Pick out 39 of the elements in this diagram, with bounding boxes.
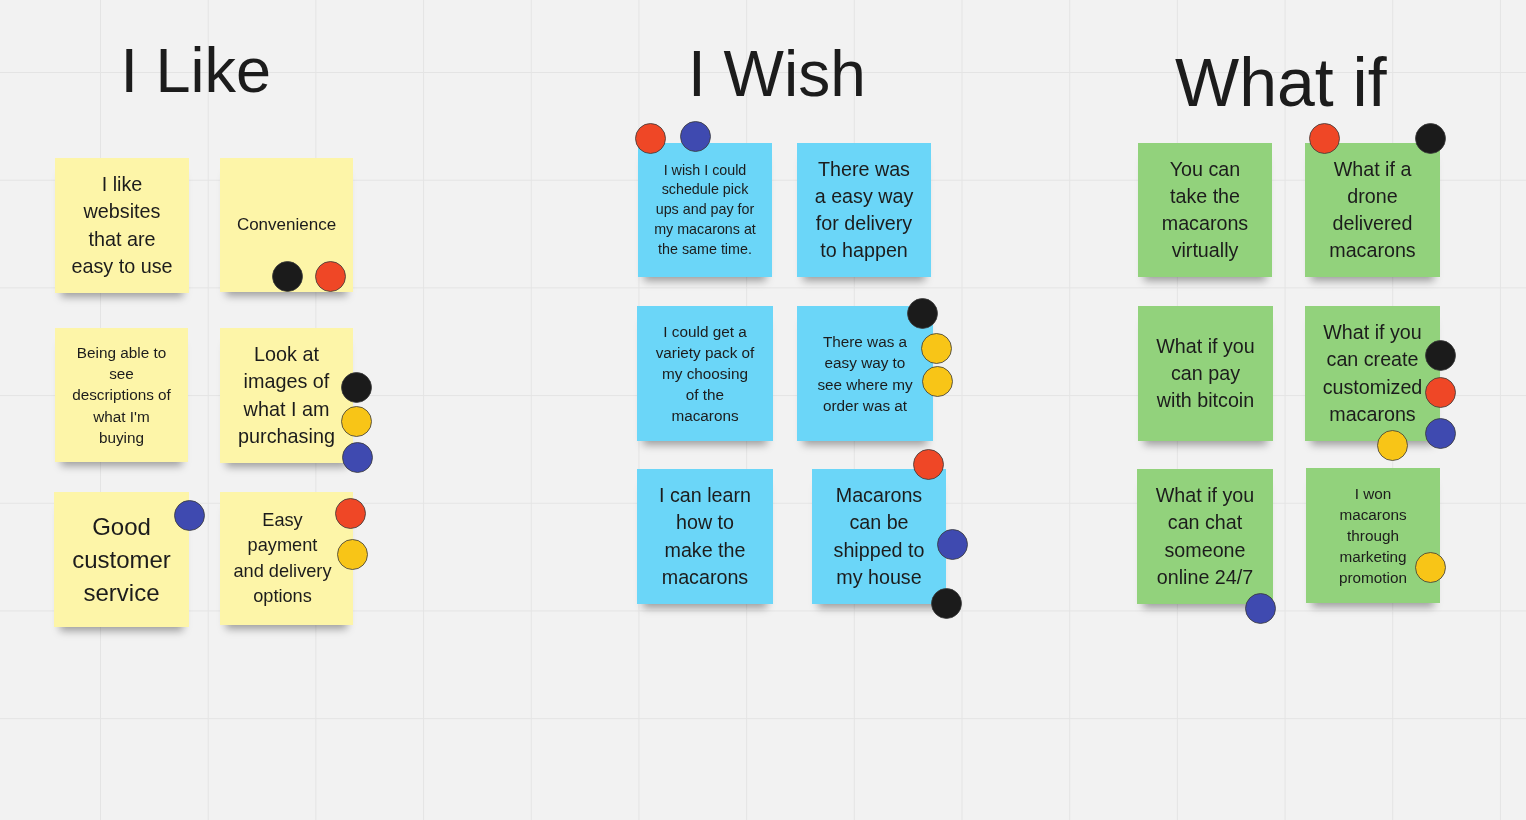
note-text: I could get a variety pack of my choosing of the macarons — [654, 321, 756, 427]
note-text: Macarons can be shipped to my house — [832, 483, 926, 590]
sticky-note — [220, 158, 353, 292]
note-text: There was a easy way for delivery to happen — [813, 156, 915, 264]
note-text: What if a drone delivered macarons — [1328, 156, 1417, 264]
sticky-note — [1138, 143, 1272, 277]
sticky-note — [54, 492, 189, 627]
sticky-note — [637, 469, 773, 604]
note-text: Being able to see descriptions of what I'm buying — [71, 343, 172, 448]
sticky-note — [55, 158, 189, 293]
sticky-note — [797, 143, 931, 277]
sticky-note — [1306, 468, 1440, 603]
note-text: What if you can pay with bitcoin — [1155, 333, 1256, 414]
sticky-note — [1137, 469, 1273, 604]
column-heading: What if — [1175, 48, 1387, 116]
note-text: Easy payment and delivery options — [232, 509, 333, 608]
note-text: There was a easy way to see where my order was at — [816, 332, 914, 416]
sticky-note — [638, 143, 772, 277]
column-heading: I Wish — [688, 42, 866, 106]
note-text: Convenience — [236, 214, 337, 237]
sticky-note — [220, 492, 353, 625]
note-text: What if you can chat someone online 24/7 — [1154, 483, 1256, 590]
sticky-note — [1305, 143, 1440, 277]
note-text: I can learn how to make the macarons — [658, 483, 752, 590]
column-heading: I Like — [120, 39, 272, 102]
sticky-note — [637, 306, 773, 441]
note-text: What if you can create customized macarons — [1321, 320, 1424, 427]
sticky-note — [812, 469, 946, 604]
sticky-note — [55, 328, 188, 462]
sticky-note — [1138, 306, 1273, 441]
note-text: Look at images of what I am purchasing — [237, 341, 336, 449]
note-text: You can take the macarons virtually — [1160, 156, 1250, 264]
note-text: I won macarons through marketing promotion — [1338, 483, 1408, 589]
sticky-note — [1305, 306, 1440, 441]
note-text: I like websites that are easy to use — [70, 171, 174, 279]
note-text: I wish I could schedule pick ups and pay for my macarons at the same time. — [653, 160, 757, 259]
note-text: Good customer service — [71, 511, 172, 609]
sticky-note — [797, 306, 933, 441]
sticky-note — [220, 328, 353, 463]
